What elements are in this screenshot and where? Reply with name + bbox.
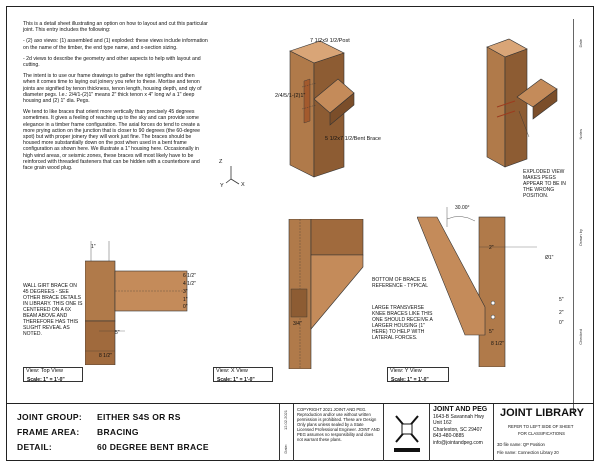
contact-cell: JOINT AND PEG 1643-B Savannah Hwy Unit 1… [429, 404, 493, 461]
intro-paragraph: - 2d views to describe the geometry and … [23, 55, 201, 69]
top-view-dim: 0" [183, 304, 188, 310]
intro-paragraph: - (2) axo views: (1) assembled and (1) e… [23, 38, 208, 51]
brace-label: 5 1/2x7 1/2/Bent Brace [325, 136, 381, 142]
view-scale: Scale: 1" = 1'-0" [27, 377, 65, 383]
post-label: 7 1/2x9 1/2/Post [310, 38, 350, 44]
view-title: View: Top View [26, 368, 63, 374]
library-cell: JOINT LIBRARY REFER TO LEFT SIDE OF SHEE… [493, 404, 593, 461]
top-view-note: WALL GIRT BRACE ON 45 DEGREES - SEE OTHE… [23, 283, 83, 337]
detail-row: DETAIL: 60 DEGREE BENT BRACE [17, 442, 209, 452]
intro-text: This is a detail sheet illustrating an o… [23, 21, 208, 176]
library-note: REFER TO LEFT SIDE OF SHEET [508, 424, 574, 429]
y-view-drawing [417, 207, 537, 367]
date-value: 12.02.2021 [283, 410, 288, 431]
y-view-dim: 2" [559, 310, 564, 316]
strip-label: Date [578, 39, 583, 48]
library-note: FOR CLASSIFICATIONS [518, 431, 565, 436]
top-view-dim: 3" [183, 289, 188, 295]
x-view-caption: View: X View [213, 367, 273, 382]
axis-indicator [225, 166, 240, 185]
axis-x-label: X [241, 182, 245, 188]
y-view-dim: 0" [559, 320, 564, 326]
drawing-sheet: This is a detail sheet illustrating an o… [6, 6, 594, 461]
strip-label: Checked [578, 329, 583, 345]
x-view-dim: 3/4" [293, 321, 302, 327]
row-value: 60 DEGREE BENT BRACE [97, 442, 209, 452]
y-view-angle: 30.00° [455, 205, 470, 211]
row-value: EITHER S4S OR RS [97, 412, 181, 422]
frame-area-row: FRAME AREA: BRACING [17, 427, 139, 437]
top-view-dim: 1" [183, 297, 188, 303]
row-value: BRACING [97, 427, 139, 437]
y-view-note: BOTTOM OF BRACE IS REFERENCE - TYPICAL [372, 277, 429, 289]
file-name-label: File name: [497, 450, 517, 455]
intro-paragraph: We tend to like braces that orient more … [23, 109, 201, 172]
address-line: 1643-B Savannah Hwy [433, 414, 485, 420]
row-key: DETAIL: [17, 442, 52, 452]
company-name: JOINT AND PEG [433, 406, 488, 413]
intro-paragraph: This is a detail sheet illustrating an o… [23, 21, 208, 34]
address-line: Charleston, SC 29407 [433, 426, 483, 433]
strip-label: Drawn by [578, 229, 583, 246]
y-view-note: LARGE TRANSVERSE KNEE BRACES LIKE THIS O… [372, 305, 433, 341]
email: info@jointandpeg.com [433, 439, 483, 446]
y-view-dim: 2" [489, 245, 494, 251]
view-title: View: Y View [390, 368, 422, 374]
y-view-dim: 5" [559, 297, 564, 303]
file-row: 3D file name: QP Position [497, 442, 545, 447]
view-scale: Scale: 1" = 1'-0" [391, 377, 429, 383]
top-view-drawing [85, 241, 188, 365]
x-view-drawing [288, 219, 364, 369]
strip-label: Notes [578, 129, 583, 140]
y-view-dim: 5" [489, 329, 494, 335]
copyright-text: COPYRIGHT 2021 JOINT AND PEG. Reproducti… [297, 407, 380, 442]
file-value: QP Position [522, 442, 545, 447]
axis-y-label: Y [220, 183, 224, 189]
address-line: Unit 162 [433, 420, 452, 427]
top-view-caption: View: Top View [23, 367, 83, 382]
view-title: View: X View [216, 368, 248, 374]
top-view-dim: 5" [115, 330, 120, 336]
copyright-cell: COPYRIGHT 2021 JOINT AND PEG. Reproducti… [293, 404, 383, 461]
joint-callout: 2/4/5/1-(2)1" [275, 93, 306, 99]
axo-exploded-view [486, 38, 558, 168]
logo-cell [383, 404, 429, 461]
date-label: Date: [283, 444, 288, 454]
revision-strip: Date Notes Drawn by Checked [573, 19, 594, 414]
axis-z-label: Z [219, 159, 223, 165]
file-name-value: Connection Library 20 [517, 450, 559, 455]
date-cell: Date: 12.02.2021 [279, 404, 293, 461]
top-view-dim: 8 1/2" [99, 353, 112, 359]
view-scale: Scale: 1" = 1'-0" [217, 377, 255, 383]
joint-and-peg-logo [394, 415, 420, 452]
phone: 843-480-0885 [433, 433, 465, 440]
row-key: FRAME AREA: [17, 427, 80, 437]
top-view-dim: 4 1/2" [183, 281, 196, 287]
top-view-dim: 6 1/2" [183, 273, 196, 279]
joint-group-row: JOINT GROUP: EITHER S4S OR RS [17, 412, 181, 422]
file-name-row: File name: Connection Library 20 [497, 450, 559, 455]
row-key: JOINT GROUP: [17, 412, 82, 422]
y-view-caption: View: Y View [387, 367, 449, 382]
top-view-dim: 1" [91, 244, 96, 250]
axo-assembled-view [289, 40, 355, 178]
y-view-dim: 8 1/2" [491, 341, 504, 347]
y-view-dia: Ø1" [545, 255, 554, 261]
exploded-note: EXPLODED VIEW MAKES PEGS APPEAR TO BE IN… [523, 169, 566, 199]
file-label: 3D file name: [497, 442, 522, 447]
intro-paragraph: The intent is to use our frame drawings … [23, 73, 202, 105]
title-block: JOINT GROUP: EITHER S4S OR RS FRAME AREA:… [7, 403, 593, 461]
library-title: JOINT LIBRARY [500, 407, 584, 419]
